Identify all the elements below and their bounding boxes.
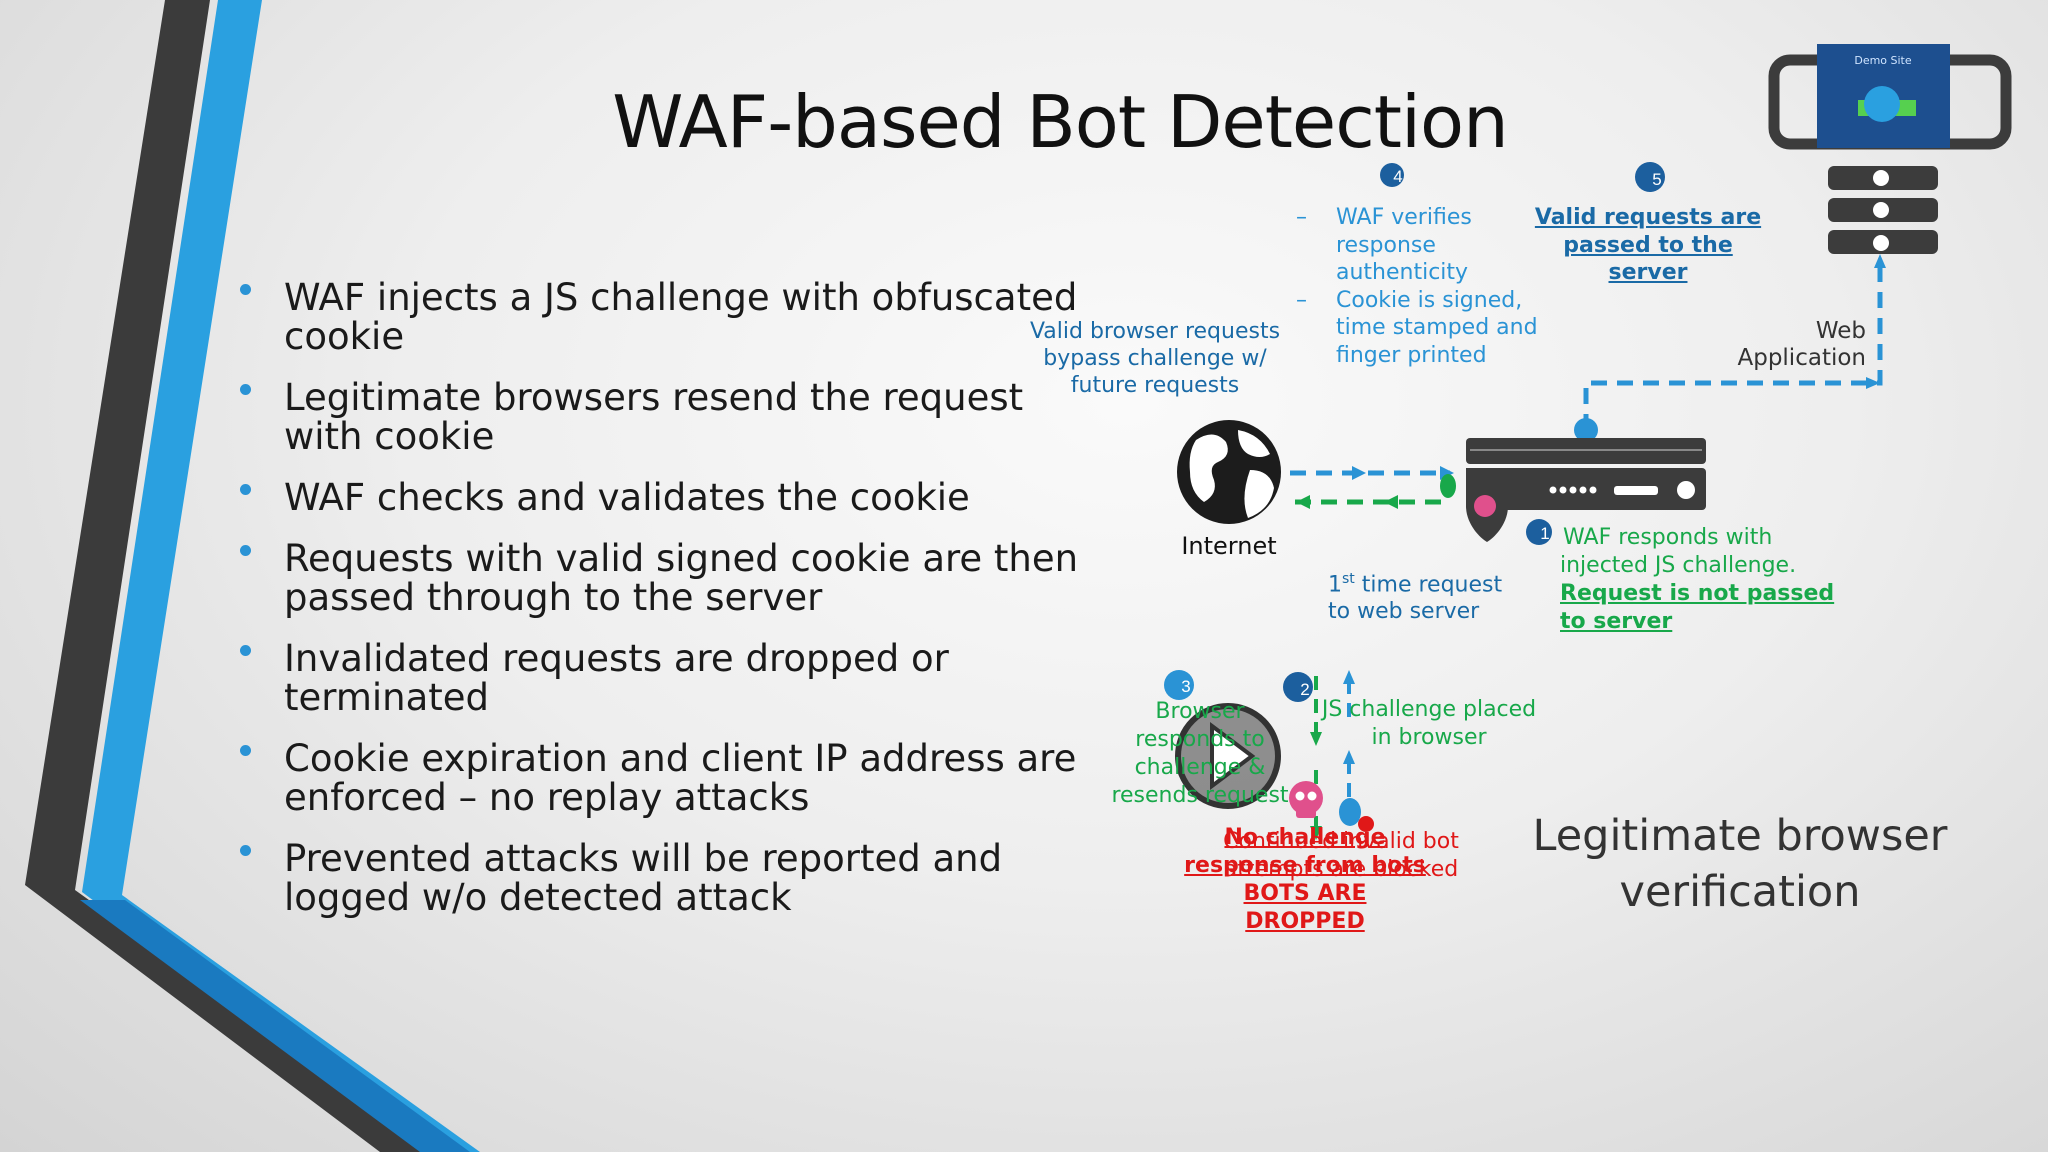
bullet-dot-icon — [240, 384, 251, 395]
web-app-label: Web — [1816, 318, 1866, 344]
waf-verifies-note: –WAF verifies response authenticity –Coo… — [1296, 205, 1538, 368]
step-badge-1: 1 — [1526, 519, 1552, 545]
arrow-up-icon — [1343, 670, 1355, 684]
web-app-label: Application — [1737, 345, 1866, 371]
bots-dropped-note: No challenge response from bots BOTS ARE… — [1184, 825, 1426, 934]
step-badge-3: 3 — [1164, 670, 1194, 700]
bullet-dot-icon — [240, 484, 251, 495]
waf-appliance-icon — [1466, 438, 1706, 542]
blue-marker — [1339, 798, 1361, 826]
waf-to-server-path — [1583, 256, 1883, 430]
decor-blue-stripe — [82, 0, 480, 1152]
monitor-site-label: Demo Site — [1854, 54, 1912, 67]
bullet-list: WAF injects a JS challenge with obfuscat… — [236, 278, 1096, 939]
svg-text:4: 4 — [1393, 167, 1402, 186]
globe-icon — [1177, 420, 1281, 524]
decor-dark-stripe — [25, 0, 440, 1152]
arrow-right-icon — [1866, 377, 1880, 389]
server-stack-icon — [1828, 166, 1938, 254]
connector-dot — [1574, 418, 1598, 442]
bullet-item: Prevented attacks will be reported and l… — [236, 839, 1096, 917]
bullet-item: Requests with valid signed cookie are th… — [236, 539, 1096, 617]
video-play-icon[interactable] — [1175, 703, 1281, 809]
decor-blue-lower — [80, 900, 470, 1152]
bullet-dot-icon — [240, 845, 251, 856]
arrow-up-icon — [1874, 254, 1886, 268]
arrow-left-icon — [1384, 495, 1398, 509]
bullet-dot-icon — [240, 545, 251, 556]
bullet-item: WAF checks and validates the cookie — [236, 478, 1096, 517]
valid-requests-passed-link: Valid requests are passed to the server — [1534, 205, 1762, 285]
monitor-icon: Demo Site — [1768, 44, 2012, 150]
bullet-item: WAF injects a JS challenge with obfuscat… — [236, 278, 1096, 356]
step-badge-4: 4 — [1380, 163, 1404, 187]
valid-browser-note: Valid browser requests bypass challenge … — [1029, 319, 1281, 398]
bullet-dot-icon — [240, 284, 251, 295]
continued-invalid-note: Continued invalid bot attempts are block… — [1223, 829, 1459, 882]
svg-text:2: 2 — [1300, 680, 1309, 699]
bullet-item: Cookie expiration and client IP address … — [236, 739, 1096, 817]
slide-title: WAF-based Bot Detection — [612, 80, 1508, 164]
internet-label: Internet — [1181, 532, 1276, 560]
step-badge-5: 5 — [1635, 162, 1665, 192]
waf-responds-note: WAF responds with injected JS challenge.… — [1560, 525, 1835, 634]
arrow-down-icon — [1310, 732, 1322, 746]
skull-icon — [1289, 781, 1323, 818]
step-badge-2: 2 — [1283, 672, 1313, 702]
svg-text:5: 5 — [1652, 170, 1661, 189]
arrow-up-icon — [1343, 750, 1355, 764]
svg-text:1: 1 — [1540, 524, 1549, 543]
bullet-item: Legitimate browsers resend the request w… — [236, 378, 1096, 456]
bullet-item: Invalidated requests are dropped or term… — [236, 639, 1096, 717]
red-marker — [1358, 816, 1374, 832]
browser-responds-note: Browser responds to challenge & resends … — [1111, 699, 1289, 808]
first-request-note: 1st time request to web server — [1328, 571, 1503, 625]
arrow-down-icon — [1310, 826, 1322, 840]
bullet-dot-icon — [240, 745, 251, 756]
green-marker — [1440, 474, 1456, 498]
svg-text:3: 3 — [1181, 677, 1190, 696]
js-challenge-note: JS challenge placed in browser — [1321, 697, 1537, 750]
bullet-dot-icon — [240, 645, 251, 656]
arrow-left-icon — [1296, 495, 1310, 509]
verification-caption: Legitimate browser verification — [1532, 811, 1948, 917]
arrow-right-icon — [1352, 466, 1366, 480]
